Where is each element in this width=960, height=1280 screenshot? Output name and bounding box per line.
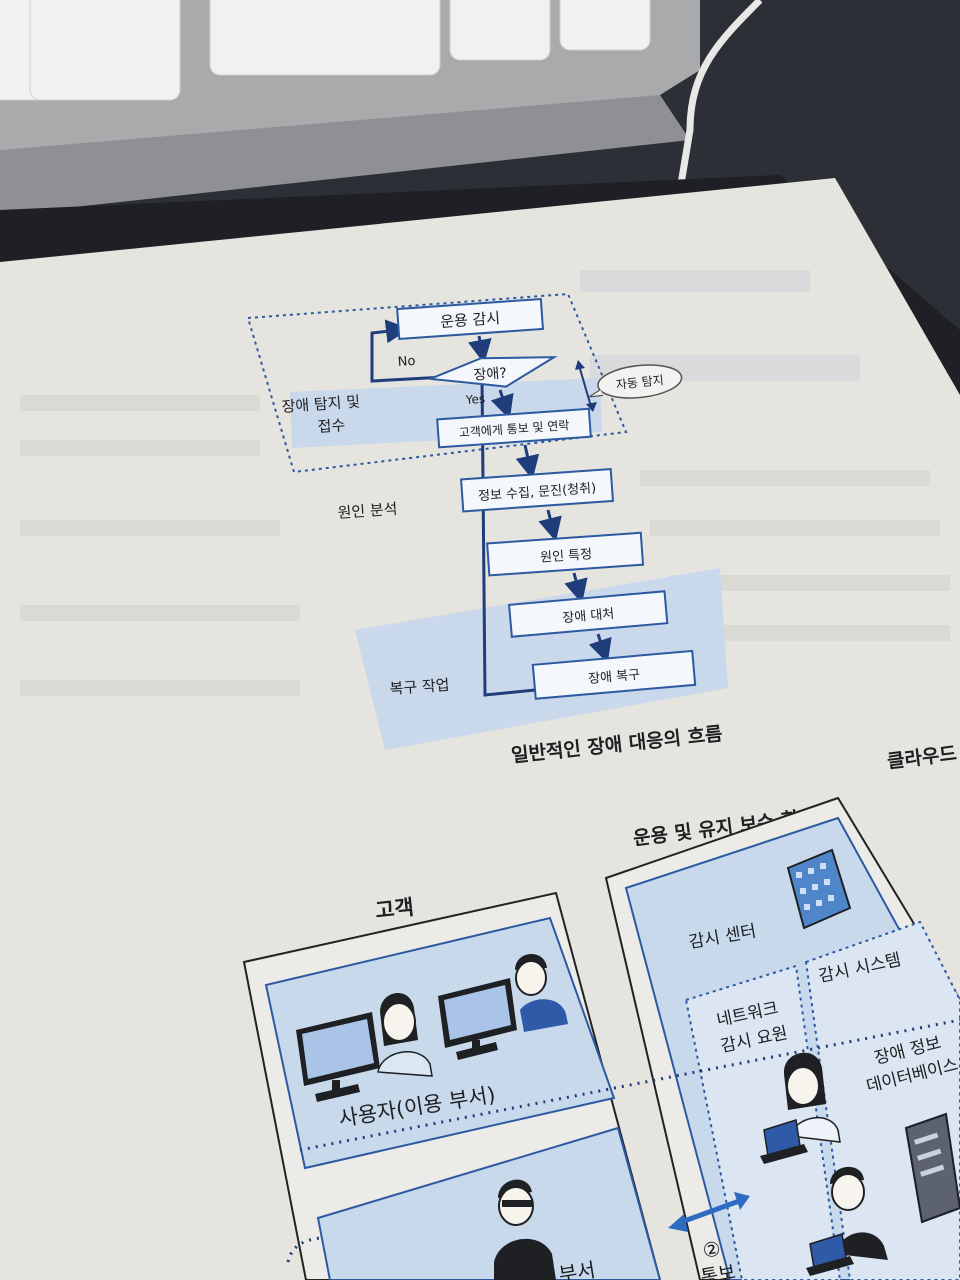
customer-partial-label: 부서 (557, 1257, 597, 1280)
phase-analysis-label: 원인 분석 (337, 500, 398, 522)
phase-detection-line2: 접수 (317, 416, 346, 436)
branch-yes-label: Yes (464, 392, 485, 407)
step-recover-label: 장애 복구 (588, 668, 641, 687)
branch-no-label: No (397, 354, 416, 370)
step-respond-label: 장애 대처 (562, 607, 615, 626)
org-diagram: 고객 운용 및 유지 보수 회사 클라우드 (242, 743, 960, 1280)
step-info-gathering (460, 467, 615, 513)
network-staff-panel (684, 964, 842, 1280)
detection-group-border (246, 292, 628, 474)
arrow-3 (515, 444, 540, 480)
decision-failure-label: 장애? (473, 366, 507, 384)
arrow-2 (490, 389, 514, 420)
auto-detect-callout (597, 364, 683, 399)
step-identify-cause (486, 531, 645, 577)
auto-detect-bracket (577, 361, 593, 411)
building-icon (786, 848, 852, 930)
phase-detection-line1: 장애 탐지 및 (281, 393, 361, 416)
dotted-divider (299, 1018, 960, 1152)
auto-detect-label: 자동 탐지 (615, 373, 664, 392)
step-notify-customer (436, 407, 592, 449)
decision-failure (429, 356, 558, 388)
step-monitoring-label: 운용 감시 (440, 309, 501, 331)
laptop-icon (760, 1119, 808, 1164)
laptop-icon (806, 1233, 854, 1276)
incident-flowchart: 운용 감시 장애? No Yes 고객에게 통보 및 연락 자동 탐지 정보 수… (246, 292, 728, 767)
notify-arrow (668, 1192, 750, 1232)
step-identify-cause-label: 원인 특정 (540, 547, 593, 566)
customer-title: 고객 (374, 895, 415, 923)
person-icon (377, 992, 433, 1077)
phase-recovery-label: 복구 작업 (389, 676, 450, 698)
customer-lower-panel (316, 1126, 662, 1280)
manager-person-icon (494, 1179, 556, 1280)
staff-person-icon (830, 1166, 888, 1260)
monitor-icon (296, 1012, 380, 1102)
arrow-1 (467, 335, 492, 364)
step-respond (507, 590, 669, 638)
arrow-6 (588, 633, 612, 664)
person-icon (515, 953, 568, 1032)
server-icon (904, 1112, 960, 1224)
arrow-4 (538, 509, 562, 542)
step-monitoring (396, 297, 545, 341)
arrow-5 (564, 572, 588, 604)
monitor-icon (438, 978, 517, 1060)
cable (676, 0, 763, 191)
keyboard-keys (0, 0, 651, 101)
notify-step-number: ② (701, 1236, 723, 1263)
feedback-loop-line (370, 319, 536, 697)
staff-person-icon (783, 1052, 841, 1143)
step-recover (531, 649, 697, 700)
notify-partial-label: 통보 (699, 1261, 737, 1280)
